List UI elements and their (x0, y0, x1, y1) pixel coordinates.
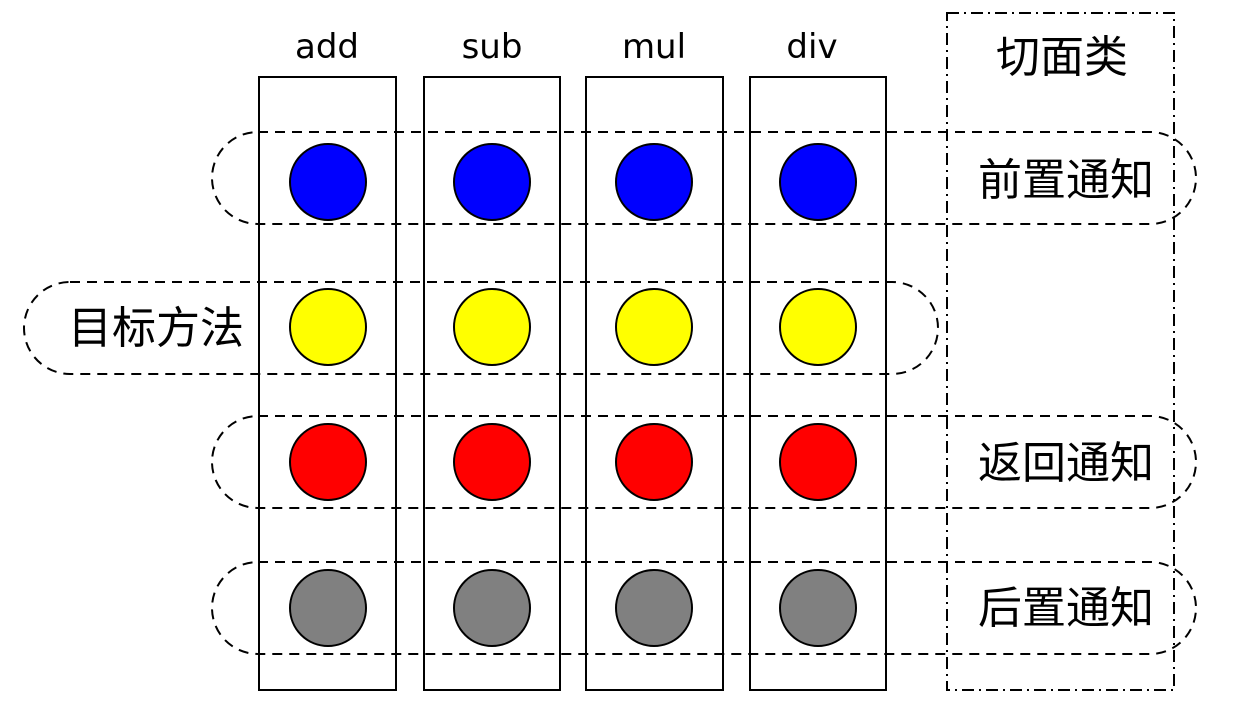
circle-before-add (289, 143, 367, 221)
circle-before-sub (453, 143, 531, 221)
advice-circles (289, 143, 857, 647)
circle-target-mul (615, 288, 693, 366)
row-bands (23, 131, 1197, 655)
circle-returning-div (779, 423, 857, 501)
circle-target-sub (453, 288, 531, 366)
column-label-sub: sub (462, 27, 523, 67)
circle-after-add (289, 569, 367, 647)
column-label-div: div (786, 27, 837, 67)
circle-before-mul (615, 143, 693, 221)
column-box-sub (423, 76, 561, 691)
circle-returning-sub (453, 423, 531, 501)
column-box-mul (585, 76, 724, 691)
before-advice-label: 前置通知 (978, 155, 1154, 206)
after-advice-band (211, 561, 1197, 655)
aspect-class-box (946, 12, 1175, 691)
column-box-add (258, 76, 397, 691)
circle-returning-mul (615, 423, 693, 501)
column-label-mul: mul (622, 27, 686, 67)
after-returning-advice-band (211, 415, 1197, 509)
column-label-add: add (295, 27, 359, 67)
method-columns (258, 76, 887, 691)
target-method-label: 目标方法 (68, 303, 244, 354)
before-advice-band (211, 131, 1197, 225)
circle-returning-add (289, 423, 367, 501)
circle-after-sub (453, 569, 531, 647)
column-labels: add sub mul div (295, 27, 838, 67)
circle-before-div (779, 143, 857, 221)
circle-after-div (779, 569, 857, 647)
after-advice-label: 后置通知 (978, 583, 1154, 634)
column-box-div (749, 76, 887, 691)
after-returning-advice-label: 返回通知 (978, 438, 1154, 489)
circle-target-add (289, 288, 367, 366)
aspect-class-label: 切面类 (996, 32, 1128, 83)
circle-after-mul (615, 569, 693, 647)
circle-target-div (779, 288, 857, 366)
